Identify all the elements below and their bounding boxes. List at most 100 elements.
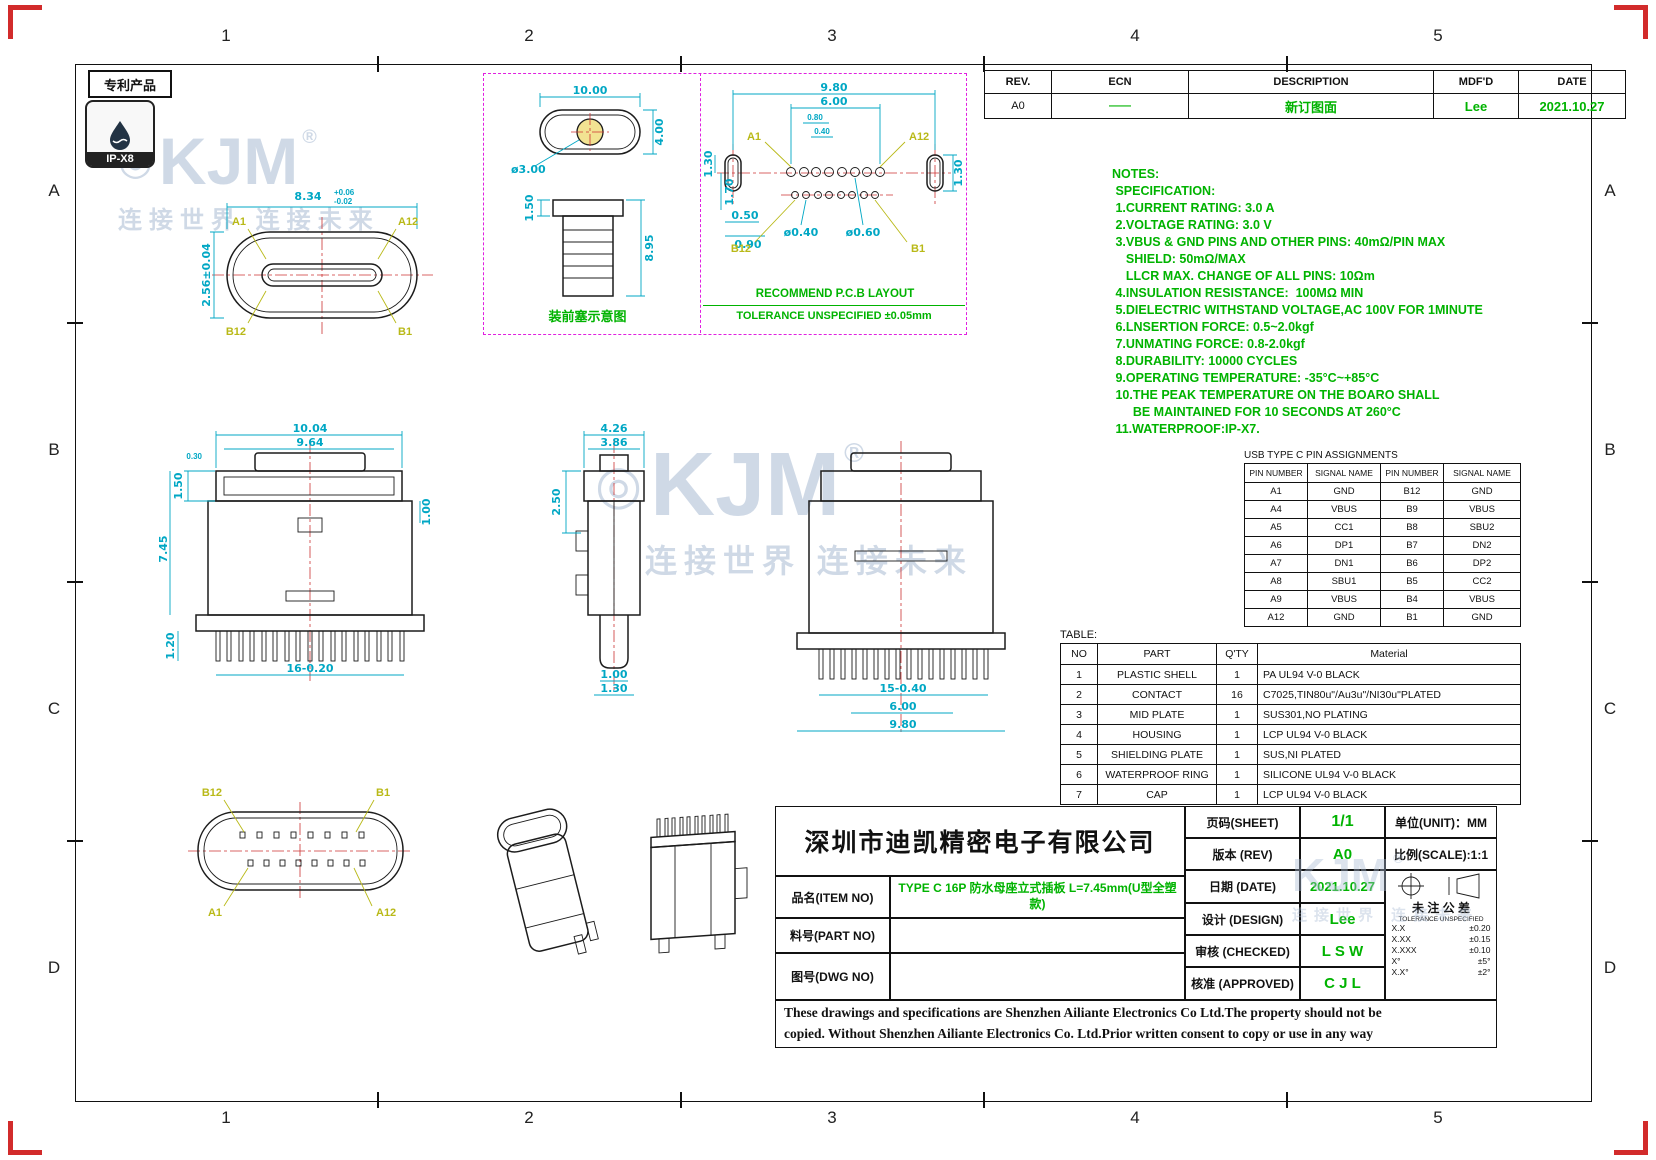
zone-col-label: 3	[827, 26, 837, 45]
date-value: 2021.10.27	[1300, 870, 1385, 903]
pin-cell: A1	[1244, 482, 1308, 501]
frame-tick	[1582, 840, 1598, 842]
dim-label: 2.50	[550, 488, 563, 515]
note-line: 5.DIELECTRIC WITHSTAND VOLTAGE,AC 100V F…	[1112, 303, 1483, 317]
rev-value: A0	[984, 93, 1052, 119]
disclaimer: These drawings and specifications are Sh…	[775, 1000, 1497, 1048]
parts-cell: LCP UL94 V-0 BLACK	[1257, 784, 1521, 805]
tolerance-value: ±5°	[1477, 956, 1491, 966]
parts-cell: 6	[1060, 764, 1098, 785]
date-value: 2021.10.27	[1518, 93, 1626, 119]
parts-cell: HOUSING	[1097, 724, 1217, 745]
pin-cell: B4	[1380, 590, 1444, 609]
kjm-emblem-icon: ◎	[595, 455, 643, 515]
corner-mark	[8, 5, 42, 10]
plug-view-caption: 装前塞示意图	[548, 309, 627, 324]
green-divider	[703, 305, 965, 306]
pin-cell: B9	[1380, 500, 1444, 519]
parts-cell: WATERPROOF RING	[1097, 764, 1217, 785]
revision-table: REV. ECN DESCRIPTION MDF'D DATE A0 —— 新订…	[984, 70, 1626, 119]
parts-cell: PLASTIC SHELL	[1097, 664, 1217, 685]
description-value: 新订图面	[1188, 93, 1434, 119]
pin-cell: B1	[1380, 608, 1444, 627]
zone-row-label: C	[47, 699, 61, 718]
frame-tick	[67, 840, 83, 842]
zone-row-label: A	[1604, 181, 1616, 200]
frame-tick	[680, 56, 682, 72]
pin-b1-label: B1	[376, 787, 390, 799]
design-value: Lee	[1300, 903, 1385, 935]
view-pcb-layout: 9.80 6.00 0.80 0.40 1.30 1.30 1.70 0.50 …	[703, 81, 965, 255]
corner-mark	[8, 5, 13, 39]
corner-mark	[1614, 1150, 1648, 1155]
dim-label: 1.50	[172, 472, 185, 499]
parts-cell: 1	[1216, 744, 1258, 765]
dim-label: 6.00	[889, 700, 916, 713]
water-drop-icon	[110, 121, 130, 150]
ip-rating-text: IP-X8	[87, 152, 153, 166]
pin-a1-label: A1	[232, 216, 246, 228]
note-line: BE MAINTAINED FOR 10 SECONDS AT 260°C	[1112, 405, 1401, 419]
zone-col-label: 2	[524, 26, 534, 45]
dim-label: 9.80	[889, 718, 916, 731]
tolerance-value: ±0.10	[1469, 945, 1491, 955]
pin-cell: B7	[1380, 536, 1444, 555]
tolerance-key: X.X	[1391, 923, 1406, 933]
pin-cell: SBU2	[1443, 518, 1521, 537]
dwg-no-label: 图号(DWG NO)	[775, 953, 890, 1000]
pin-cell: DN1	[1307, 554, 1381, 573]
tolerance-row: X.X° ±2°	[1392, 967, 1491, 978]
parts-cell: CONTACT	[1097, 684, 1217, 705]
view-front-elevation: 10.04 9.64 0.30 1.50 7.45 1.00 1.20 16-0…	[158, 423, 433, 681]
pin-cell: GND	[1307, 608, 1381, 627]
pcb-layout-title: RECOMMEND P.C.B LAYOUT	[755, 288, 915, 300]
mdfd-value: Lee	[1433, 93, 1519, 119]
dim-label: ø0.40	[784, 226, 819, 239]
notes-title: NOTES:	[1112, 167, 1160, 181]
dim-label: 9.64	[296, 436, 323, 449]
dim-label: 4.00	[653, 118, 666, 145]
frame-tick	[377, 1092, 379, 1108]
pin-cell: B8	[1380, 518, 1444, 537]
pin-cell: DN2	[1443, 536, 1521, 555]
dim-label: 10.00	[573, 84, 608, 97]
tolerance-key: X.XXX	[1391, 945, 1417, 955]
tolerance-key: X.X°	[1391, 967, 1409, 977]
pin-cell: A7	[1244, 554, 1308, 573]
pin-cell: VBUS	[1307, 590, 1381, 609]
note-line: 1.CURRENT RATING: 3.0 A	[1112, 201, 1275, 215]
pin-cell: GND	[1443, 608, 1521, 627]
dim-label: 1.00	[600, 668, 627, 681]
dim-label: 0.90	[734, 238, 761, 251]
pin-a12-label: A12	[398, 216, 418, 228]
checked-label: 审核 (CHECKED)	[1185, 935, 1300, 967]
parts-cell: 7	[1060, 784, 1098, 805]
frame-tick	[680, 1092, 682, 1108]
dim-label: 0.30	[186, 452, 202, 461]
parts-cell: PA UL94 V-0 BLACK	[1257, 664, 1521, 685]
pin-b12-label: B12	[202, 787, 222, 799]
note-line: 7.UNMATING FORCE: 0.8-2.0kgf	[1112, 337, 1305, 351]
frame-tick	[983, 56, 985, 72]
pin-cell: VBUS	[1307, 500, 1381, 519]
disclaimer-line: These drawings and specifications are Sh…	[784, 1005, 1382, 1021]
pin-b12-label: B12	[731, 243, 751, 255]
revision-header-row: REV. ECN DESCRIPTION MDF'D DATE	[984, 70, 1626, 94]
watermark-logo-text: KJM	[1292, 849, 1390, 901]
item-no-value: TYPE C 16P 防水母座立式插板 L=7.45mm(U型全塑款)	[890, 876, 1185, 918]
pin-cell: CC2	[1443, 572, 1521, 591]
note-line: 3.VBUS & GND PINS AND OTHER PINS: 40mΩ/P…	[1112, 235, 1446, 249]
watermark-logo-text: KJM	[158, 124, 299, 198]
pin-assignment-table: PIN NUMBER SIGNAL NAME PIN NUMBER SIGNAL…	[1244, 463, 1521, 627]
parts-cell: 4	[1060, 724, 1098, 745]
tolerance-key: X.XX	[1391, 934, 1411, 944]
sheet-label: 页码(SHEET)	[1185, 806, 1300, 838]
